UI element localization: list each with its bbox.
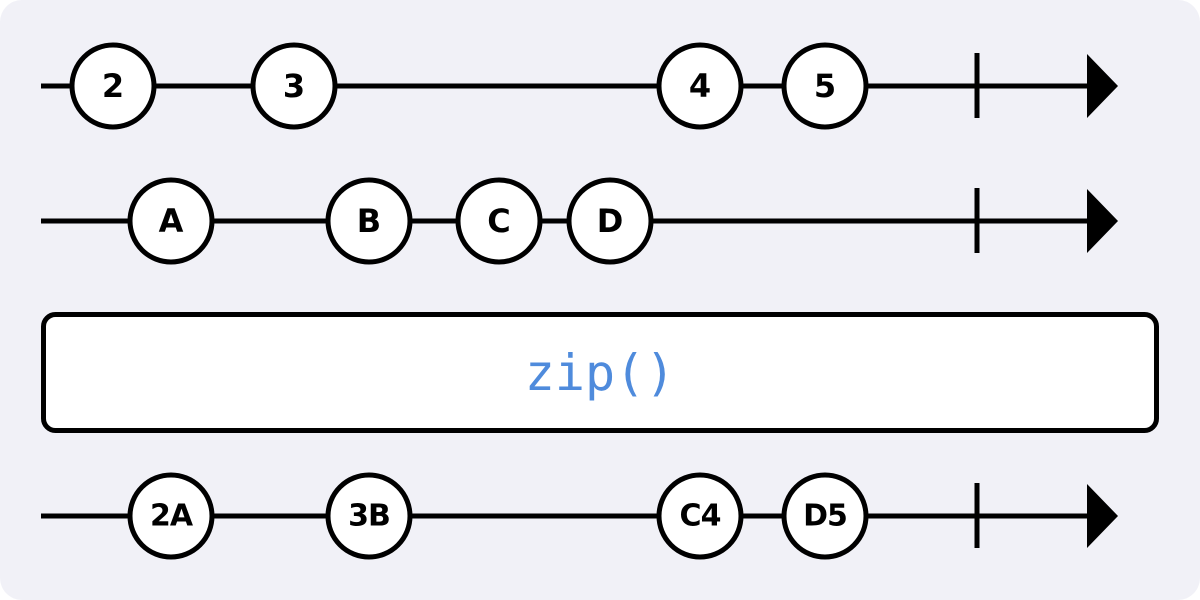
marble: C bbox=[455, 177, 543, 265]
marble-label: 5 bbox=[814, 67, 836, 105]
operator-label: zip() bbox=[525, 344, 676, 402]
marble-circle bbox=[127, 472, 215, 560]
marble: 2 bbox=[69, 42, 157, 130]
marble-circle bbox=[781, 42, 869, 130]
marble-circle bbox=[566, 177, 654, 265]
marble-circle bbox=[325, 177, 413, 265]
marble-label: C4 bbox=[680, 499, 721, 534]
marble-circle bbox=[656, 472, 744, 560]
marble-circle bbox=[127, 177, 215, 265]
marble: A bbox=[127, 177, 215, 265]
marble-label: D bbox=[597, 202, 624, 240]
marble-circle bbox=[781, 472, 869, 560]
marble: D bbox=[566, 177, 654, 265]
marble: 5 bbox=[781, 42, 869, 130]
marble-label: 2 bbox=[102, 67, 124, 105]
input-stream-letters: A B C D bbox=[41, 177, 1118, 265]
output-stream-zipped: 2A 3B C4 D5 bbox=[41, 472, 1118, 560]
marble-label: 4 bbox=[689, 67, 711, 105]
marble: 4 bbox=[656, 42, 744, 130]
operator-box: zip() bbox=[41, 312, 1159, 433]
marble-label: 3B bbox=[348, 499, 390, 534]
marble-circle bbox=[325, 472, 413, 560]
marble: D5 bbox=[781, 472, 869, 560]
marble-label: B bbox=[357, 202, 381, 240]
time-arrow-icon bbox=[1087, 54, 1118, 118]
operator-frame bbox=[41, 312, 1159, 433]
marble-label: 2A bbox=[150, 499, 194, 534]
marble-label: C bbox=[487, 202, 510, 240]
marble-circle bbox=[455, 177, 543, 265]
marble-circle bbox=[250, 42, 338, 130]
marble-circle bbox=[656, 42, 744, 130]
marble: 3 bbox=[250, 42, 338, 130]
time-arrow-icon bbox=[1087, 484, 1118, 548]
marble: C4 bbox=[656, 472, 744, 560]
time-arrow-icon bbox=[1087, 189, 1118, 253]
input-stream-numbers: 2 3 4 5 bbox=[41, 42, 1118, 130]
marble: 2A bbox=[127, 472, 215, 560]
marble-circle bbox=[69, 42, 157, 130]
marble: 3B bbox=[325, 472, 413, 560]
marble-label: D5 bbox=[803, 499, 847, 534]
marble: B bbox=[325, 177, 413, 265]
marble-label: A bbox=[159, 202, 184, 240]
marble-label: 3 bbox=[283, 67, 305, 105]
